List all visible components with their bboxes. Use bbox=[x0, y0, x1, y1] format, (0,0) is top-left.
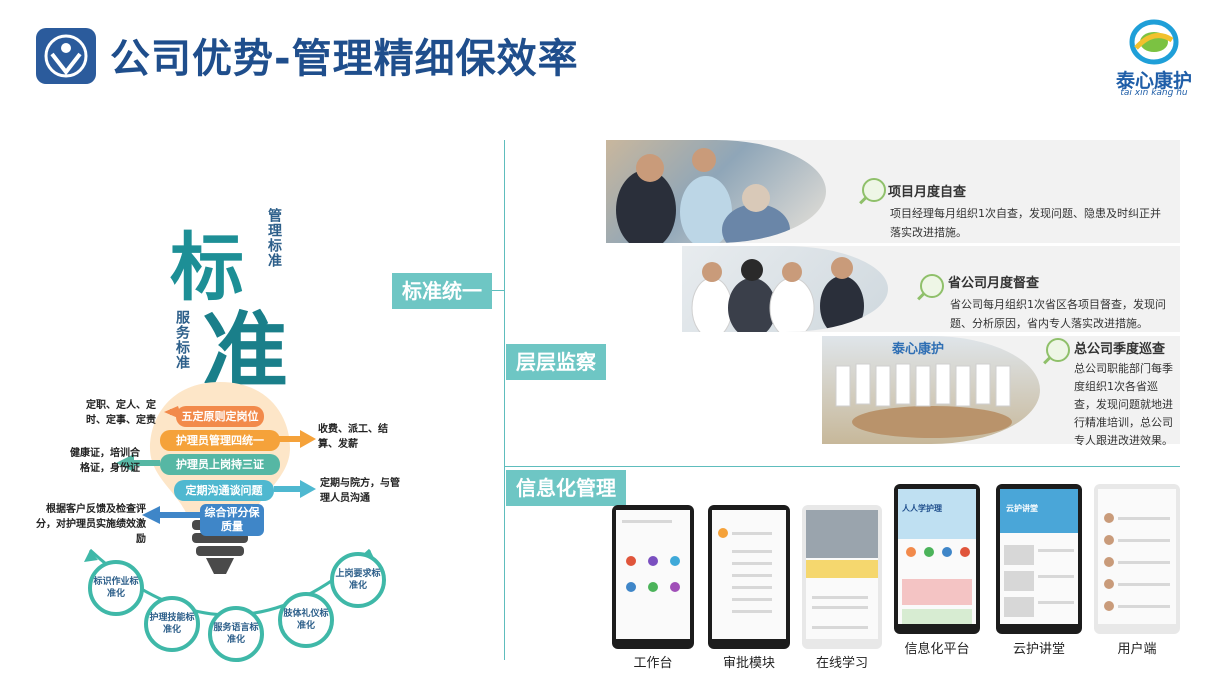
panel-text-self-check: 项目经理每月组织1次自查，发现问题、隐患及时纠正并落实改进措施。 bbox=[890, 207, 1161, 239]
caption-approval: 审批模块 bbox=[722, 656, 775, 671]
phone-workbench bbox=[612, 505, 694, 649]
caption-cloud-lecture: 云护讲堂 bbox=[1012, 642, 1065, 657]
panel-title-self-check: 项目月度自查 bbox=[888, 185, 967, 200]
panel-title-quarterly: 总公司季度巡查 bbox=[1074, 342, 1166, 357]
panel-title-inspection: 省公司月度督查 bbox=[948, 276, 1040, 291]
vertical-service-standard: 服务标准 bbox=[174, 310, 190, 370]
big-char-biao: 标 bbox=[170, 225, 244, 311]
brand-pinyin: tai xin kang hu bbox=[1120, 88, 1188, 98]
brand-logo: 泰心康护 tai xin kang hu bbox=[1106, 18, 1202, 98]
magnifier-icon bbox=[862, 178, 886, 202]
caption-workbench: 工作台 bbox=[633, 656, 673, 671]
band-comprehensive-score: 综合评分保质量 bbox=[200, 504, 264, 536]
band-five-principles: 五定原则定岗位 bbox=[176, 406, 264, 427]
band-four-unified: 护理员管理四统一 bbox=[160, 430, 280, 451]
photo-quarterly-tour: 泰心康护 bbox=[822, 336, 1040, 444]
panel-monthly-self-check: 项目月度自查 项目经理每月组织1次自查，发现问题、隐患及时纠正并落实改进措施。 bbox=[606, 140, 1180, 243]
label-layered-supervision: 层层监察 bbox=[506, 344, 606, 380]
photo-self-check bbox=[606, 140, 826, 243]
standard-bulb-diagram: 标 准 管理标准 服务标准 五定原则定岗位 护理员管理四统一 护理员上岗持三证 … bbox=[30, 200, 410, 670]
vertical-management-standard: 管理标准 bbox=[266, 208, 282, 268]
panel-text-inspection: 省公司每月组织1次省区各项目督查，发现问题、分析原因，省内专人落实改进措施。 bbox=[950, 298, 1166, 330]
band-three-certificates: 护理员上岗持三证 bbox=[160, 454, 280, 475]
phone-cloud-lecture: 云护讲堂 bbox=[996, 484, 1082, 634]
band-regular-communication: 定期沟通谈问题 bbox=[174, 480, 274, 501]
brand-swirl-icon bbox=[1129, 19, 1179, 65]
photo-brand-logo: 泰心康护 bbox=[892, 342, 945, 357]
caption-online-learning: 在线学习 bbox=[815, 656, 868, 671]
panel-text-quarterly: 总公司职能部门每季度组织1次各省巡查，发现问题就地进行精准培训，总公司专人跟进改… bbox=[1074, 362, 1173, 447]
label-informatization: 信息化管理 bbox=[506, 470, 626, 506]
note-communication: 定期与院方，与管理人员沟通 bbox=[320, 478, 400, 504]
brand-name: 泰心康护 bbox=[1115, 70, 1192, 92]
photo-inspection bbox=[682, 246, 888, 332]
lecture-banner-text: 云护讲堂 bbox=[1006, 504, 1038, 513]
circle-language-standard: 服务语言标准化 bbox=[208, 606, 264, 662]
magnifier-icon bbox=[920, 274, 944, 298]
note-billing: 收费、派工、结算、发薪 bbox=[318, 424, 388, 450]
tree-branch-3 bbox=[504, 466, 1180, 467]
circle-onboard-standard: 上岗要求标准化 bbox=[330, 552, 386, 608]
panel-monthly-inspection: 省公司月度督查 省公司每月组织1次省区各项目督查，发现问题、分析原因，省内专人落… bbox=[682, 246, 1180, 332]
panel-quarterly-tour: 泰心康护 总公司季度巡查 总公司职能部门每季度组织1次各省巡查，发现问题就地进行… bbox=[822, 336, 1180, 447]
phone-user-end bbox=[1094, 484, 1180, 634]
phone-info-platform: 人人学护理 bbox=[894, 484, 980, 634]
platform-banner-text: 人人学护理 bbox=[902, 504, 942, 513]
magnifier-icon bbox=[1046, 338, 1070, 362]
circle-skill-standard: 护理技能标准化 bbox=[144, 596, 200, 652]
tree-vertical-line bbox=[504, 140, 505, 660]
caption-user-end: 用户端 bbox=[1117, 642, 1157, 657]
phone-approval bbox=[708, 505, 790, 649]
page-title: 公司优势-管理精细保效率 bbox=[110, 36, 579, 82]
circle-etiquette-standard: 肢体礼仪标准化 bbox=[278, 592, 334, 648]
circle-signage-standard: 标识作业标准化 bbox=[88, 560, 144, 616]
caption-info-platform: 信息化平台 bbox=[904, 642, 970, 657]
company-logo-icon bbox=[36, 28, 96, 84]
bulb-arrows-icon bbox=[116, 406, 316, 524]
note-five-fixed: 定职、定人、定时、定事、定责 bbox=[86, 400, 156, 426]
note-certificates: 健康证，培训合格证，身份证 bbox=[70, 448, 140, 474]
label-standard-unified: 标准统一 bbox=[392, 273, 492, 309]
note-performance: 根据客户反馈及检查评分，对护理员实施绩效激励 bbox=[36, 504, 146, 545]
phone-online-learning bbox=[802, 505, 882, 649]
